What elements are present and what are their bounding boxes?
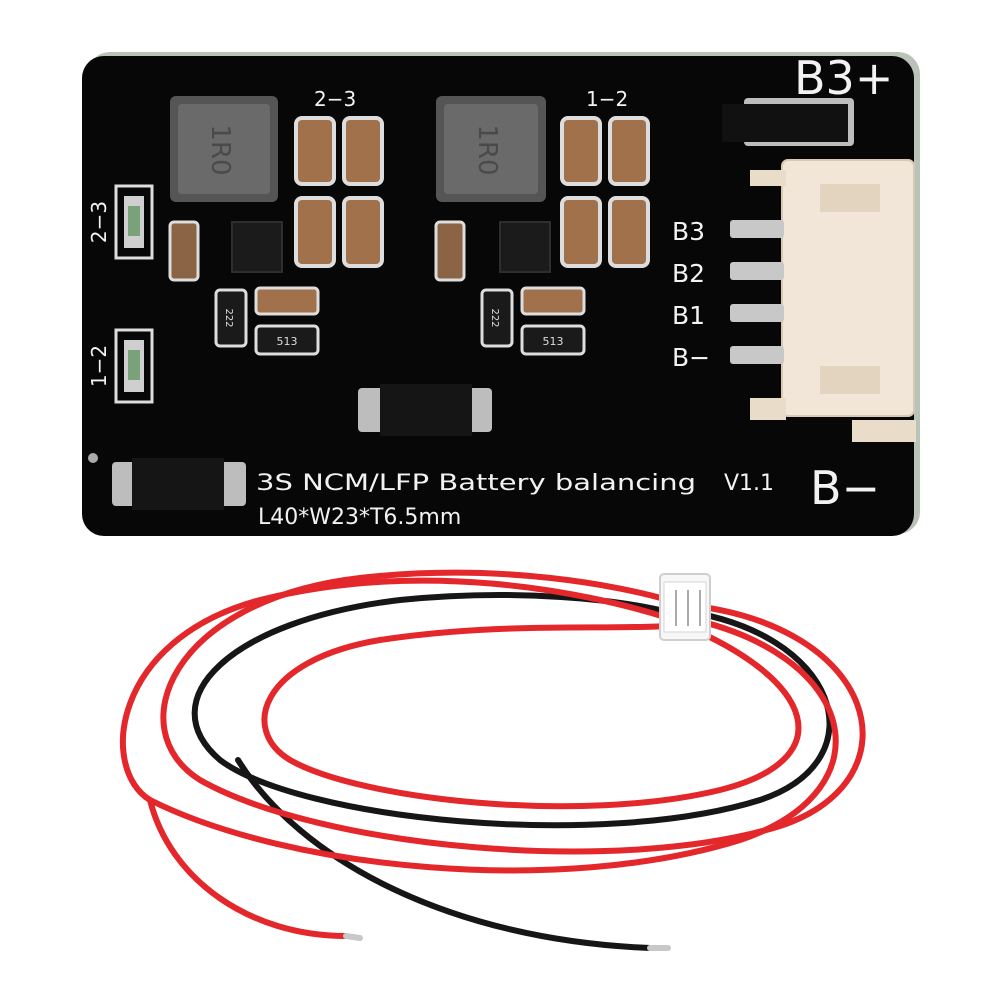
resistors-right: 222 513 [480, 286, 586, 356]
board-version: V1.1 [724, 471, 774, 496]
resistors-left: 222 513 [214, 286, 320, 356]
diode-bottom-left [112, 458, 246, 510]
connector-label-b2: B2 [672, 259, 705, 288]
led-label-top: 2−3 [87, 201, 111, 243]
led-top [114, 184, 154, 260]
inductor-right-marking: 1R0 [472, 124, 502, 175]
resistor-right-marking-a: 222 [489, 308, 500, 327]
connector-label-b-minus: B− [672, 343, 710, 372]
inductor-left-marking: 1R0 [205, 124, 235, 175]
connector-label-b3: B3 [672, 217, 705, 246]
resistor-left-marking-a: 222 [223, 308, 234, 327]
capacitor-group-left [294, 116, 384, 268]
board-dimensions: L40*W23*T6.5mm [258, 505, 461, 530]
connector-label-b1: B1 [672, 301, 705, 330]
channel-label-left: 2−3 [314, 87, 356, 111]
board-title: 3S NCM/LFP Battery balancing [256, 471, 696, 496]
wire-harness [120, 569, 866, 951]
pad-label-b3-plus: B3+ [794, 51, 893, 105]
jst-plug [659, 573, 711, 641]
pcb-board: 1R0 1R0 222 [82, 52, 920, 536]
resistor-right-marking-b: 513 [543, 335, 564, 348]
inductor-left: 1R0 [170, 96, 278, 202]
capacitor-group-right [560, 116, 650, 268]
led-bottom [114, 328, 154, 404]
channel-label-right: 1−2 [586, 87, 628, 111]
balance-connector [730, 159, 916, 442]
pad-label-b-minus: B− [810, 461, 880, 515]
ic-left [231, 221, 283, 273]
inductor-right: 1R0 [436, 96, 546, 202]
ic-right [499, 221, 551, 273]
resistor-left-marking-b: 513 [277, 335, 298, 348]
diode-center [358, 384, 492, 436]
led-label-bottom: 1−2 [87, 345, 111, 387]
